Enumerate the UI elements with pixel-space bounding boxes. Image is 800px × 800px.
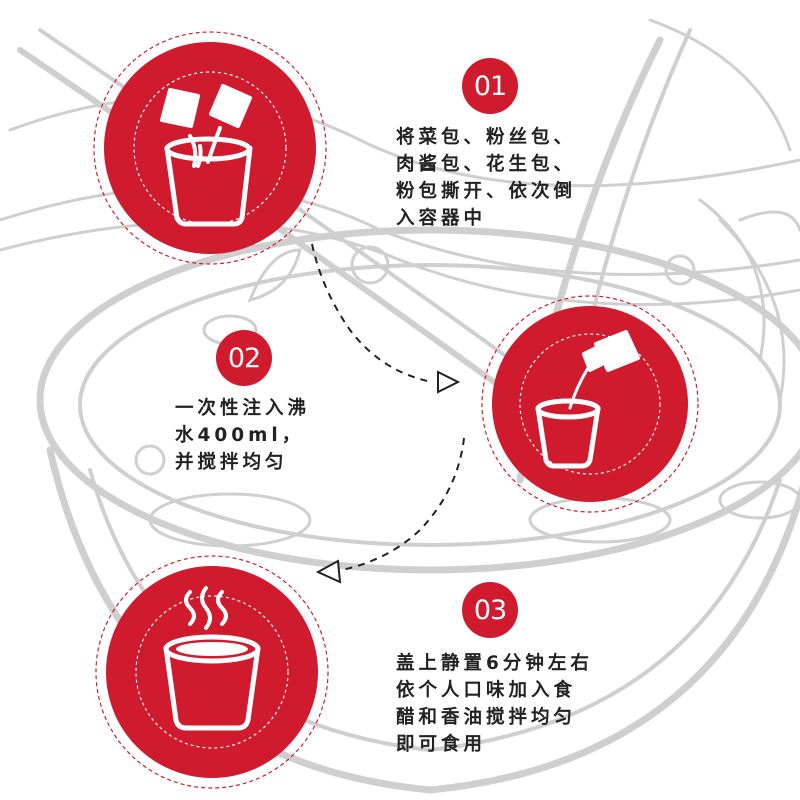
steaming-cup-icon [163, 586, 261, 731]
step-01-circle [93, 31, 327, 265]
arrow-head-02 [437, 370, 461, 394]
tear-packets-into-cup-icon [160, 84, 253, 227]
arrow-head-03 [315, 559, 342, 584]
step-01-instructions: 将菜包、粉丝包、 肉酱包、花生包、 粉包撕开、依次倒 入容器中 [396, 127, 577, 229]
step-02-number-badge: 02 [216, 330, 272, 386]
step-02-instructions: 一次性注入沸 水400ml， 并搅拌均匀 [175, 398, 311, 473]
arrow-02-to-03 [341, 437, 465, 571]
step-03-instructions: 盖上静置6分钟左右 依个人口味加入食 醋和香油搅拌均匀 即可食用 [396, 653, 593, 755]
step-03-circle [95, 555, 329, 789]
pour-water-into-cup-icon [535, 330, 640, 469]
step-01-number-badge: 01 [462, 58, 518, 114]
arrow-01-to-02 [311, 243, 433, 383]
step-02-circle [481, 295, 699, 513]
step-03-number-badge: 03 [462, 582, 518, 638]
